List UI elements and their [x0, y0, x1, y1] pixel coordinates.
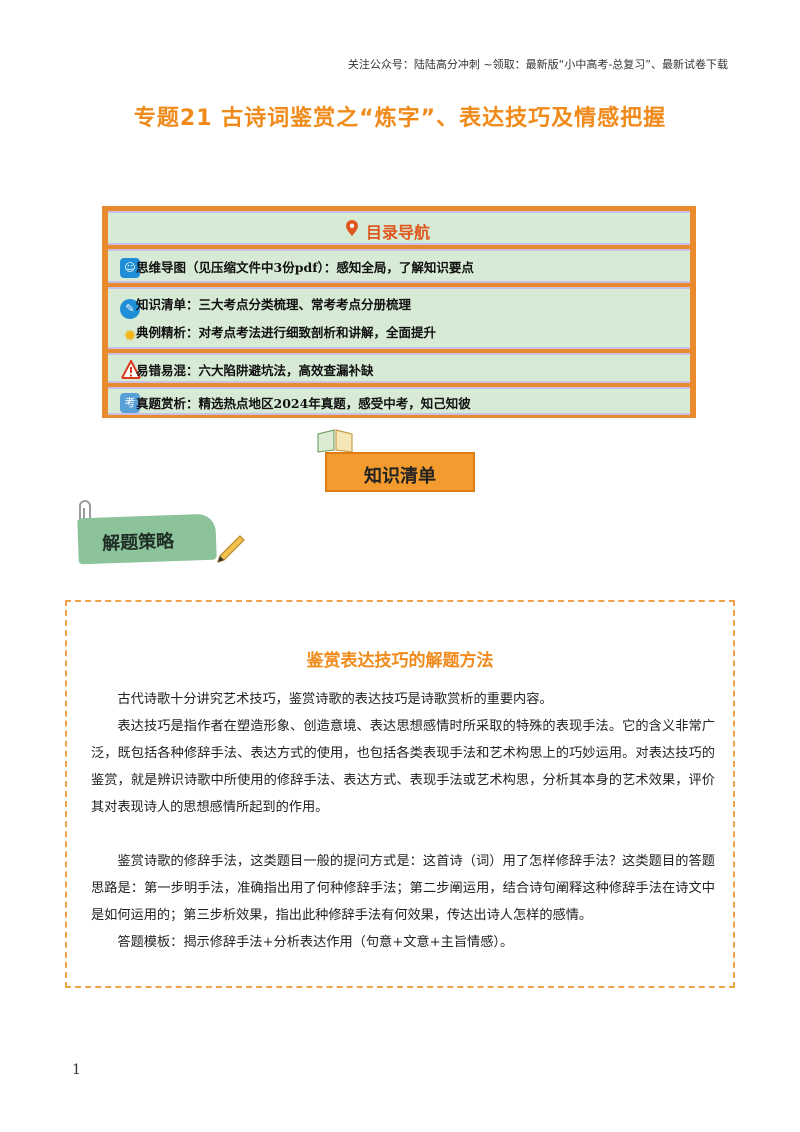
toc-item-key: 思维导图: [136, 260, 187, 275]
toc-item-key: 易错易混: [136, 363, 187, 378]
pen-icon: ✎: [120, 299, 140, 319]
page-title: 专题21 古诗词鉴赏之“炼字”、表达技巧及情感把握: [133, 106, 667, 131]
strategy-content-box: 鉴赏表达技巧的解题方法 古代诗歌十分讲究艺术技巧，鉴赏诗歌的表达技巧是诗歌赏析的…: [65, 600, 735, 988]
toc-item-key: 真题赏析: [136, 396, 187, 411]
toc-item-text: ：对考点考法进行细致剖析和讲解，全面提升: [186, 325, 437, 340]
page-number: 1: [72, 1062, 81, 1078]
toc-item-text: ：精选热点地区2024年真题，感受中考，知己知彼: [186, 396, 471, 411]
banner-label: 知识清单: [364, 466, 436, 487]
toc-item-key: 知识清单: [136, 297, 187, 312]
section-heading: 鉴赏表达技巧的解题方法: [306, 651, 494, 671]
knowledge-list-banner: 知识清单: [325, 452, 475, 492]
lightbulb-icon: ✹: [123, 326, 137, 345]
paragraph: 鉴赏诗歌的修辞手法，这类题目一般的提问方式是：这首诗（词）用了怎样修辞手法？这类…: [91, 854, 715, 923]
strategy-tag: 解题策略: [77, 513, 217, 565]
toc-title-row: 目录导航: [108, 211, 690, 245]
header-note: 关注公众号：陆陆高分冲刺 ~领取：最新版“小中高考-总复习”、最新试卷下载: [347, 58, 728, 71]
exam-icon: 考: [120, 393, 140, 413]
toc-row-mindmap[interactable]: ☺ 思维导图（见压缩文件中3份pdf）：感知全局，了解知识要点: [108, 249, 690, 283]
warning-icon: [121, 360, 141, 379]
paragraph: 表达技巧是指作者在塑造形象、创造意境、表达思想感情时所采取的特殊的表现手法。它的…: [91, 719, 715, 815]
toc-item-key: 典例精析: [136, 325, 187, 340]
toc-row-exam[interactable]: 考 真题赏析：精选热点地区2024年真题，感受中考，知己知彼: [108, 387, 690, 415]
toc-row-mistakes[interactable]: 易错易混：六大陷阱避坑法，高效查漏补缺: [108, 353, 690, 383]
toc-item-text: （见压缩文件中3份pdf）：感知全局，了解知识要点: [186, 260, 474, 275]
toc-nav-box: 目录导航 ☺ 思维导图（见压缩文件中3份pdf）：感知全局，了解知识要点 ✎ 知…: [102, 206, 696, 418]
pencil-icon: [217, 535, 245, 563]
brain-icon: ☺: [120, 258, 140, 278]
strategy-label: 解题策略: [101, 531, 175, 555]
paragraph: 古代诗歌十分讲究艺术技巧，鉴赏诗歌的表达技巧是诗歌赏析的重要内容。: [117, 692, 553, 707]
paragraph: 答题模板：揭示修辞手法+分析表达作用（句意+文意+主旨情感）。: [117, 935, 514, 950]
toc-row-knowledge[interactable]: ✎ 知识清单：三大考点分类梳理、常考考点分册梳理 ✹ 典例精析：对考点考法进行细…: [108, 287, 690, 349]
toc-title: 目录导航: [366, 223, 431, 242]
toc-item-text: ：三大考点分类梳理、常考考点分册梳理: [186, 297, 412, 312]
book-icon: [317, 429, 353, 453]
toc-item-text: ：六大陷阱避坑法，高效查漏补缺: [186, 363, 374, 378]
location-pin-icon: [346, 220, 358, 236]
